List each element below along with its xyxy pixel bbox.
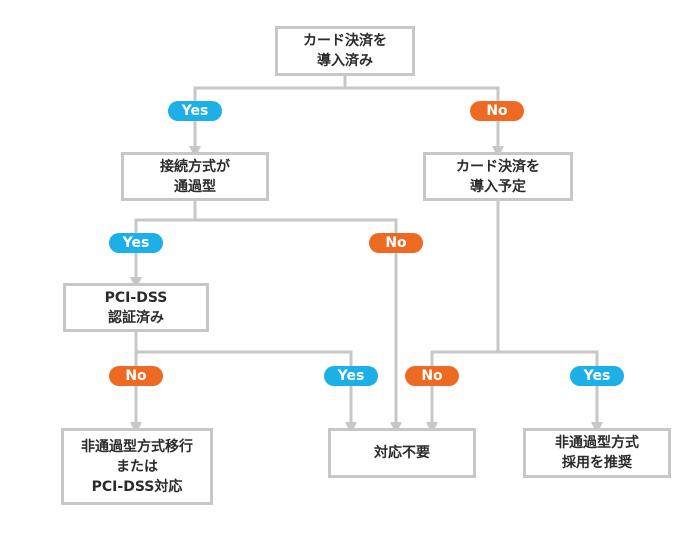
node-card-payment-planned: カード決済を 導入予定 [423, 152, 573, 201]
label-root-yes: Yes [168, 101, 222, 121]
node-label: 対応不要 [374, 445, 430, 461]
label-plan-yes: Yes [570, 366, 624, 386]
node-label: カード決済を 導入予定 [456, 158, 540, 195]
node-label: 接続方式が 通過型 [160, 158, 230, 195]
node-migrate-or-pcidss: 非通過型方式移行 または PCI-DSS対応 [61, 428, 213, 505]
node-label: PCI-DSS 認証済み [104, 289, 168, 326]
node-label: カード決済を 導入済み [303, 33, 387, 69]
node-recommend-non-passthrough: 非通過型方式 採用を推奨 [523, 428, 671, 478]
label-plan-no: No [405, 366, 459, 386]
edge-plan-no [426, 201, 500, 434]
edge-root-no [345, 86, 504, 158]
label-pass-yes: Yes [109, 233, 163, 253]
node-label: 非通過型方式 採用を推奨 [555, 435, 639, 471]
node-pcidss-certified: PCI-DSS 認証済み [63, 283, 209, 332]
edge-plan-yes [498, 350, 603, 434]
edge-pass-no [195, 218, 402, 434]
edge-pci-yes [136, 350, 357, 434]
label-pci-yes: Yes [324, 366, 378, 386]
node-no-action-needed: 対応不要 [328, 428, 476, 478]
label-pass-no: No [369, 233, 423, 253]
node-card-payment-implemented: カード決済を 導入済み [275, 26, 415, 76]
label-pci-no: No [109, 366, 163, 386]
label-root-no: No [470, 101, 524, 121]
node-connection-passthrough: 接続方式が 通過型 [121, 152, 269, 201]
node-label: 非通過型方式移行 または PCI-DSS対応 [81, 438, 193, 495]
